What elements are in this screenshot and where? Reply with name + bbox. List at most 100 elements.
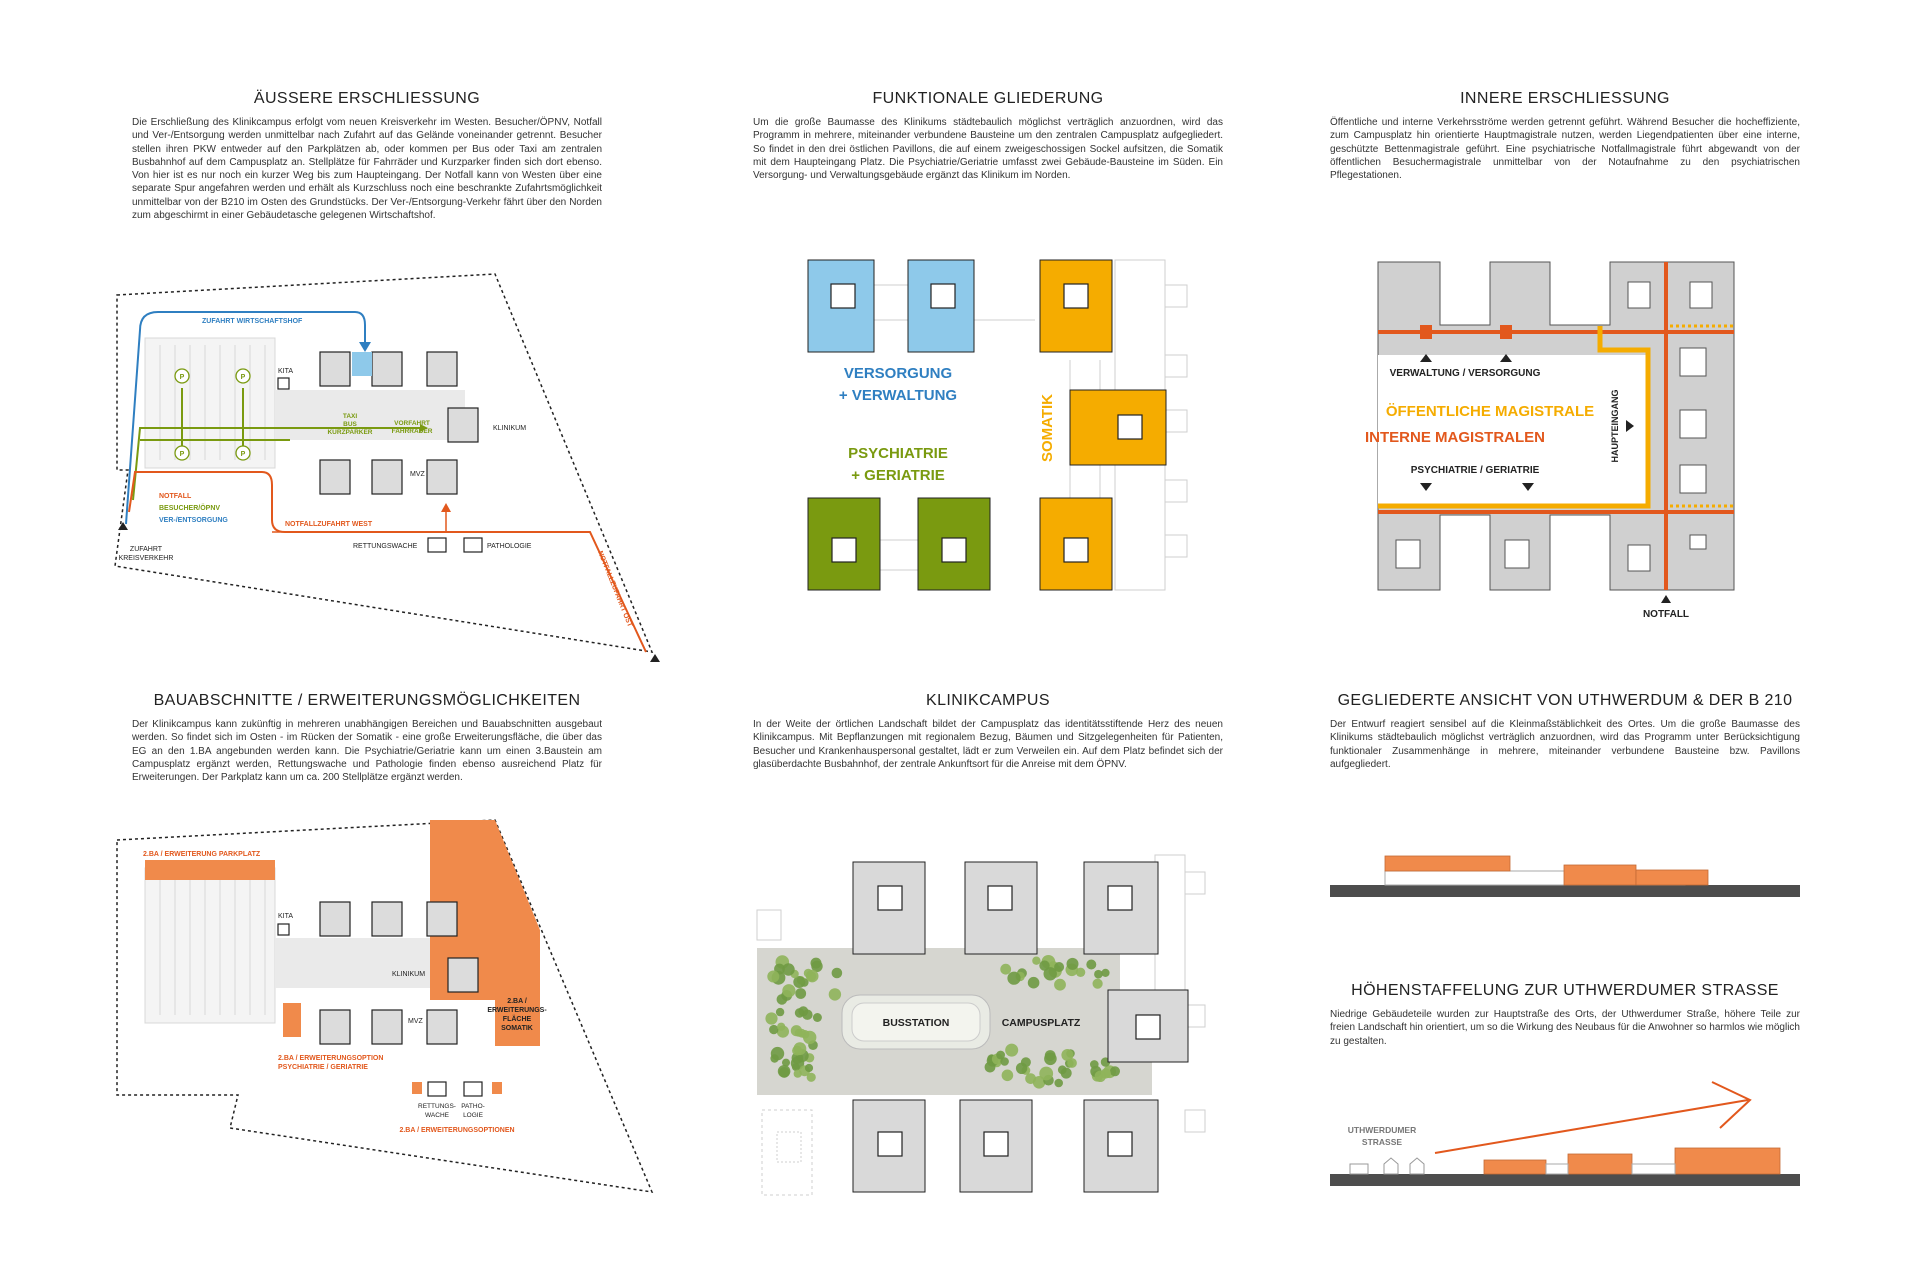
panel-bauabschnitte: BAUABSCHNITTE / ERWEITERUNGSMÖGLICHKEITE… [132, 692, 602, 784]
tree-icon [1054, 1078, 1063, 1088]
label-zufahrt-wirtschaftshof: ZUFAHRT WIRTSCHAFTSHOF [202, 318, 303, 325]
label-ver-entsorgung: VER-/ENTSORGUNG [159, 517, 228, 524]
tree-icon [1007, 971, 1021, 985]
label-vorfahrt: VORFAHRT [394, 420, 430, 427]
panel-hoehenstaffelung: HÖHENSTAFFELUNG ZUR UTHWERDUMER STRASSE … [1330, 982, 1800, 1048]
route-ver-entsorgung [125, 311, 366, 525]
tree-icon [782, 963, 795, 976]
label-kita: KITA [278, 913, 293, 920]
tree-icon [1039, 960, 1050, 971]
parking-label: P [180, 451, 185, 458]
panel-text: Der Entwurf reagiert sensibel auf die Kl… [1330, 719, 1800, 770]
tree-icon [1086, 959, 1097, 970]
tree-icon [770, 1054, 779, 1063]
label-geriatrie: + GERIATRIE [851, 467, 945, 484]
label-bus: BUS [343, 421, 357, 428]
label-klinikum: KLINIKUM [392, 971, 425, 978]
tree-icon [1110, 1066, 1120, 1077]
label-besucher: BESUCHER/ÖPNV [159, 503, 220, 512]
panel-funktionale-gliederung: FUNKTIONALE GLIEDERUNG Um die große Baum… [753, 90, 1223, 182]
trend-arrow [1434, 1099, 1749, 1154]
tree-icon [767, 970, 780, 983]
tree-icon [795, 988, 807, 999]
tree-icon [1100, 1068, 1111, 1079]
tree-icon [802, 1009, 813, 1020]
panel-text: Öffentliche und interne Verkehrsströme w… [1330, 117, 1800, 182]
ground-line [1330, 885, 1800, 897]
parking-area [144, 337, 276, 469]
tree-group [765, 955, 1120, 1089]
label-mvz: MVZ [410, 471, 426, 478]
label-haupteingang: HAUPTEINGANG [1610, 389, 1620, 462]
tree-icon [1032, 956, 1041, 965]
label-versorgung: VERSORGUNG [844, 365, 952, 382]
label-psychiatrie: PSYCHIATRIE [848, 445, 948, 462]
label-erw-flaeche: 2.BA / [507, 998, 527, 1005]
arrow-icon [1500, 354, 1512, 362]
erweiterung-pathologie [492, 1082, 502, 1094]
tree-icon [777, 1065, 791, 1078]
arrow-icon [118, 522, 128, 530]
label-notfall: NOTFALL [1643, 609, 1689, 620]
tree-icon [1054, 978, 1066, 991]
tree-icon [1015, 1062, 1028, 1075]
tree-icon [1027, 976, 1040, 989]
tree-icon [1075, 967, 1086, 977]
buildings [852, 861, 1189, 1193]
campus-court [1378, 355, 1648, 505]
building-elevation [1567, 1153, 1633, 1175]
tree-icon [1000, 963, 1012, 975]
tree-icon [793, 1042, 807, 1056]
label-notfallzufahrt-west: NOTFALLZUFAHRT WEST [285, 521, 373, 528]
parking-label: P [241, 374, 246, 381]
label-pathologie: PATHOLOGIE [487, 543, 532, 550]
tree-icon [996, 1050, 1005, 1060]
tree-icon [831, 967, 843, 979]
panel-text: Niedrige Gebäudeteile wurden zur Hauptst… [1330, 1009, 1800, 1047]
parking-label: P [241, 451, 246, 458]
tree-icon [1005, 1043, 1019, 1057]
site-boundary [114, 273, 654, 653]
tree-icon [769, 1024, 779, 1035]
label-erw-flaeche: ERWEITERUNGS- [487, 1007, 547, 1014]
building-elevation [1384, 855, 1511, 872]
route-notfall-ost [272, 510, 447, 533]
label-fahrraeder: FAHRRÄDER [392, 427, 433, 435]
tree-icon [1054, 962, 1065, 972]
panel-title: BAUABSCHNITTE / ERWEITERUNGSMÖGLICHKEITE… [153, 692, 581, 709]
tree-icon [782, 1058, 790, 1067]
building-elevation [1635, 869, 1709, 886]
panel-gegliederte-ansicht: GEGLIEDERTE ANSICHT VON UTHWERDUM & DER … [1330, 692, 1800, 771]
label-erw-parkplatz: 2.BA / ERWEITERUNG PARKPLATZ [143, 851, 261, 858]
label-erw-flaeche: FLÄCHE [503, 1015, 532, 1023]
public-magistral [1378, 326, 1651, 509]
building-elevation [1674, 1147, 1781, 1175]
tree-icon [1000, 1057, 1009, 1066]
tree-icon [793, 976, 806, 988]
tree-icon [1094, 969, 1103, 979]
label-interne-magistralen: INTERNE MAGISTRALEN [1365, 429, 1545, 446]
tree-icon [775, 1007, 785, 1017]
tree-icon [782, 984, 796, 998]
tree-icon [1043, 967, 1057, 981]
label-pathologie: PATHO- [461, 1103, 485, 1110]
panel-title: INNERE ERSCHLIESSUNG [1460, 90, 1670, 107]
buildings [319, 901, 479, 1045]
label-verwaltung-versorgung: VERWALTUNG / VERSORGUNG [1390, 368, 1541, 379]
panel-title: KLINIKCAMPUS [926, 692, 1050, 709]
arrow-icon [1661, 595, 1671, 603]
label-klinikum: KLINIKUM [493, 425, 526, 432]
label-rettungswache: WACHE [425, 1112, 450, 1119]
label-street: UTHWERDUMER [1348, 1125, 1416, 1135]
panel-text: Die Erschließung des Klinikcampus erfolg… [132, 117, 602, 222]
tree-icon [1101, 968, 1110, 978]
panel-aeussere-erschliessung: ÄUSSERE ERSCHLIESSUNG Die Erschließung d… [132, 90, 602, 222]
tree-icon [1039, 1066, 1054, 1081]
arrow-icon [1522, 483, 1534, 491]
arrow-icon [1626, 420, 1634, 432]
tree-icon [1044, 1052, 1057, 1066]
parking-label: P [180, 374, 185, 381]
